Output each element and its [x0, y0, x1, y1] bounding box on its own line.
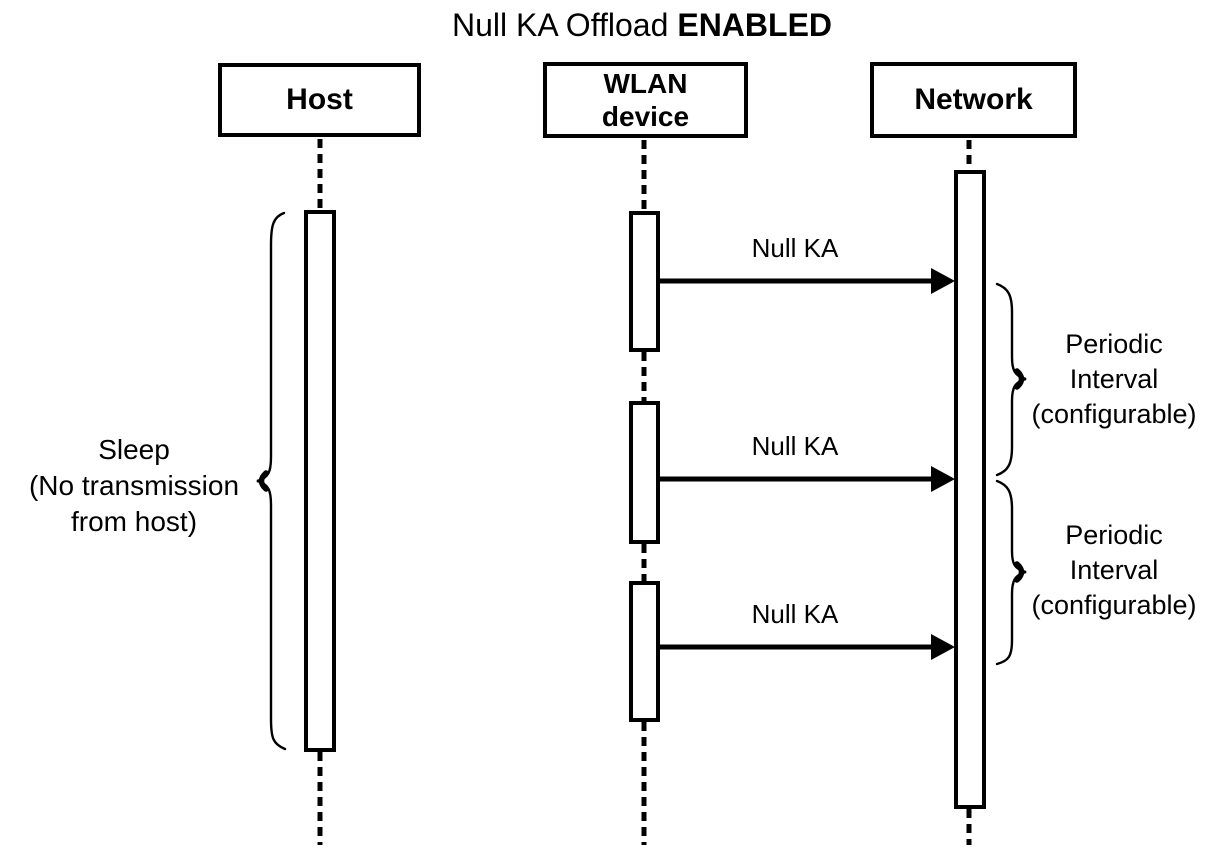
- sleep-brace: [256, 211, 287, 751]
- message-label-1: Null KA: [751, 233, 839, 263]
- sleep-label-line: from host): [70, 506, 198, 537]
- message-arrows: [658, 268, 955, 660]
- brace-tip-icon: [1014, 561, 1025, 583]
- activation-bar-network: [954, 170, 986, 809]
- interval-label-1: Periodic Interval (configurable): [1016, 327, 1212, 432]
- sleep-label-line: Sleep: [98, 434, 170, 465]
- arrowhead-icon: [931, 268, 955, 294]
- interval-label-line: Periodic: [1065, 329, 1163, 359]
- lifelines: [317, 139, 972, 845]
- actor-label: Network: [914, 83, 1033, 116]
- title-regular: Null KA Offload: [451, 7, 669, 43]
- title-emphasis: ENABLED: [677, 7, 833, 43]
- actor-box-host: Host: [218, 63, 421, 137]
- brace-tip-icon: [258, 470, 269, 492]
- braces: [256, 211, 1027, 751]
- arrowhead-icon: [931, 634, 955, 660]
- activation-bar-wlan-1: [629, 211, 660, 352]
- interval-label-line: Interval: [1069, 364, 1159, 394]
- activation-bars: [304, 170, 986, 809]
- actor-label: Host: [286, 83, 353, 116]
- message-arrow-2: [658, 466, 955, 492]
- actor-label-line: WLAN: [603, 68, 688, 99]
- interval-label-line: (configurable): [1031, 399, 1197, 429]
- activation-bar-wlan-2: [629, 401, 660, 544]
- message-arrow-1: [658, 268, 955, 294]
- message-arrow-3: [658, 634, 955, 660]
- interval-label-line: Periodic: [1065, 520, 1163, 550]
- interval-label-2: Periodic Interval (configurable): [1016, 518, 1212, 623]
- activation-bar-host: [304, 210, 336, 752]
- interval-label-line: (configurable): [1031, 590, 1197, 620]
- interval-brace-2: [995, 479, 1027, 666]
- arrowhead-icon: [931, 466, 955, 492]
- message-label-2: Null KA: [751, 431, 839, 461]
- brace-tip-icon: [1014, 368, 1025, 390]
- interval-brace-1: [995, 282, 1027, 477]
- interval-label-line: Interval: [1069, 555, 1159, 585]
- actor-label-line: device: [601, 101, 690, 132]
- sleep-label: Sleep (No transmission from host): [8, 432, 260, 540]
- actor-box-network: Network: [870, 62, 1077, 138]
- message-label-3: Null KA: [751, 599, 839, 629]
- sleep-label-line: (No transmission: [28, 470, 240, 501]
- activation-bar-wlan-3: [629, 581, 660, 722]
- actor-box-wlan-device: WLAN device: [543, 62, 748, 138]
